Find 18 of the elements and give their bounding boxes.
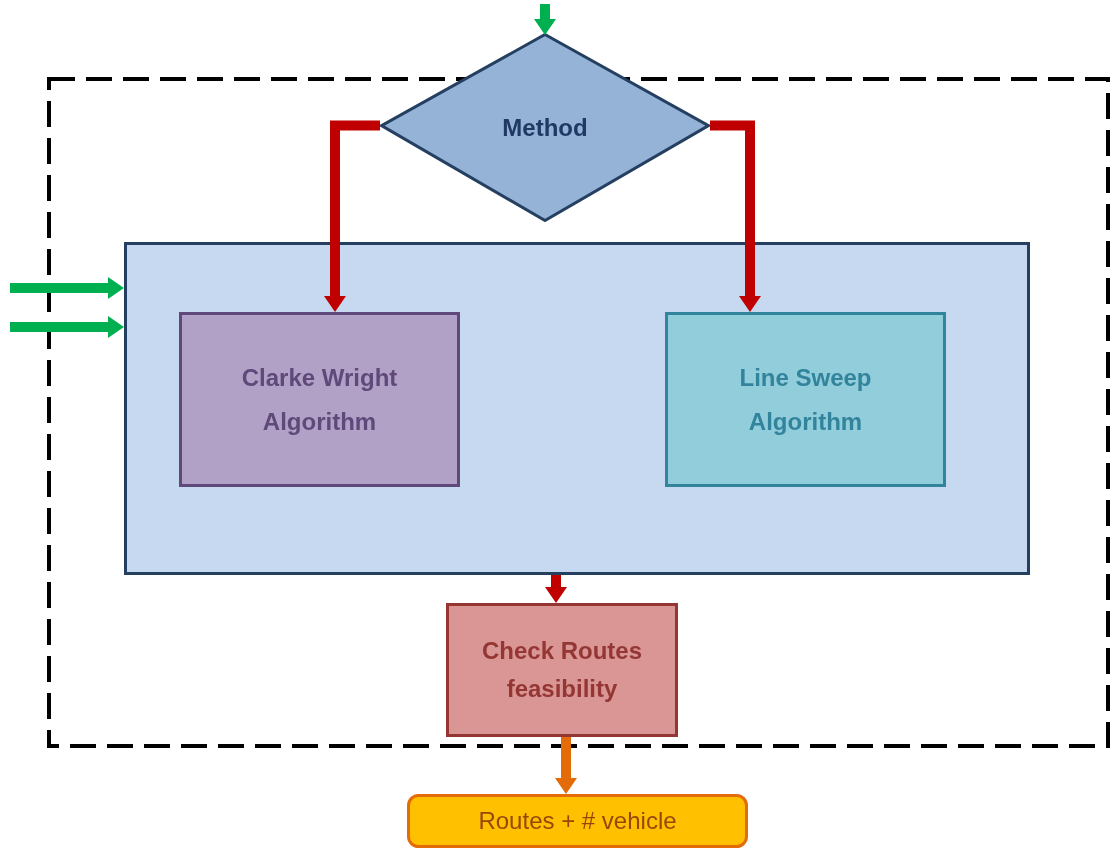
node-label: Check Routes feasibility	[480, 636, 643, 704]
node-label: Routes + # vehicle	[478, 806, 677, 836]
node-label: Line Sweep Algorithm	[738, 362, 873, 437]
process-box	[665, 312, 946, 487]
node-label: Clarke Wright Algorithm	[240, 362, 399, 437]
node-label: Method	[502, 112, 588, 143]
output-box	[407, 794, 748, 848]
process-box	[446, 603, 678, 737]
dashed-boundary	[47, 77, 1110, 748]
arrow	[10, 316, 124, 338]
arrow	[545, 575, 567, 603]
decision-diamond	[380, 33, 710, 222]
process-box	[179, 312, 460, 487]
group-panel	[124, 242, 1030, 575]
arrow	[555, 737, 577, 794]
arrow	[534, 4, 556, 35]
arrow	[324, 120, 380, 312]
arrow	[10, 277, 124, 299]
